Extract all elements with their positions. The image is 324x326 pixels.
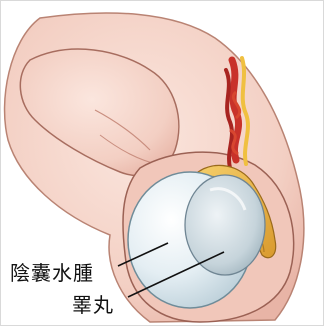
spermatic-cord [226, 58, 248, 168]
hydrocele-label: 陰囊水腫 [10, 257, 94, 286]
testis-label: 睪丸 [72, 289, 114, 318]
